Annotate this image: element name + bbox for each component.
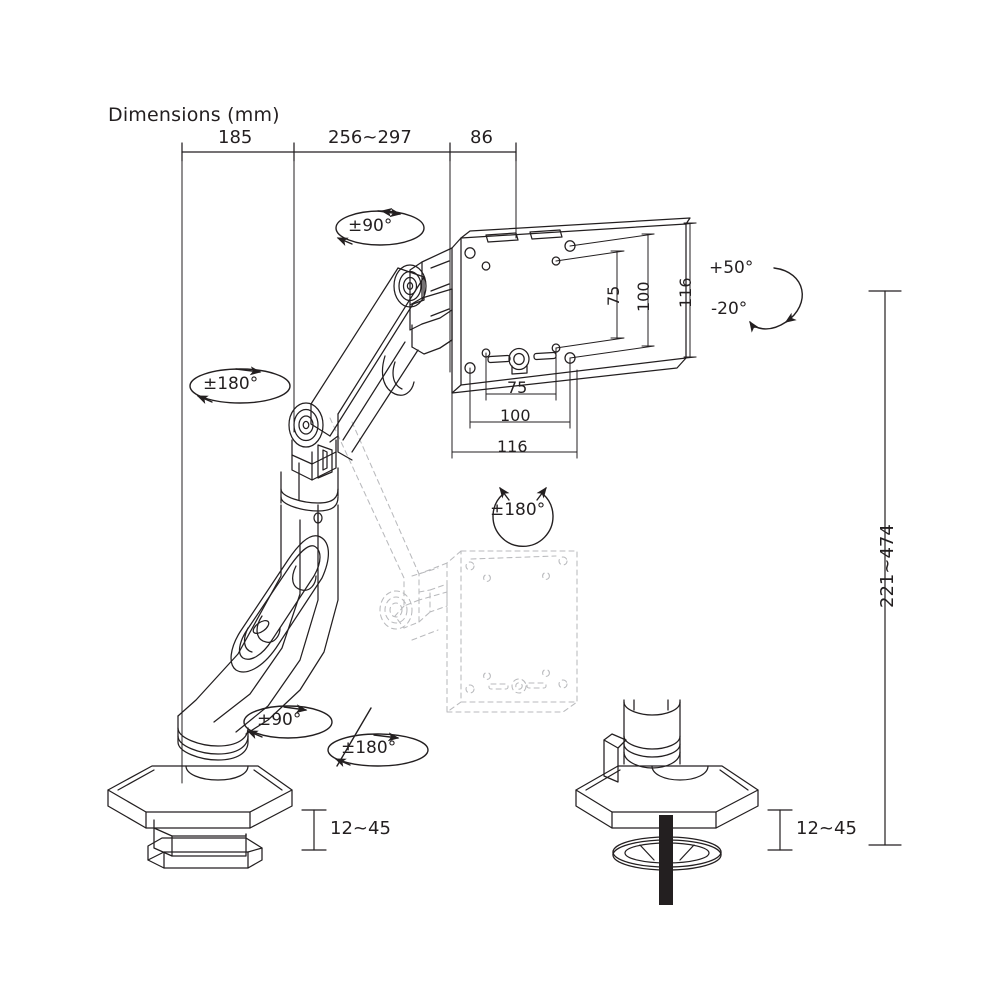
clamp-thickness-label-left: 12~45 bbox=[330, 818, 391, 839]
dim-86: 86 bbox=[470, 127, 493, 148]
page-title: Dimensions (mm) bbox=[108, 104, 280, 126]
clamp-thickness-dimension-right bbox=[767, 809, 793, 851]
dim-vesa-h-100: 100 bbox=[500, 406, 531, 425]
tilt-up-label: +50° bbox=[709, 258, 754, 278]
height-range-dimension bbox=[868, 290, 902, 846]
top-dimension-chain bbox=[181, 142, 517, 784]
rotation-symbol-base-lower bbox=[243, 704, 333, 739]
tilt-down-label: -20° bbox=[711, 299, 748, 319]
dim-vesa-h-116: 116 bbox=[497, 437, 528, 456]
vesa-mounting-plate bbox=[451, 217, 691, 394]
height-range-label: 221~474 bbox=[877, 524, 898, 608]
clamp-thickness-dimension-left bbox=[301, 809, 327, 851]
clamp-thickness-label-right: 12~45 bbox=[796, 818, 857, 839]
grommet-bolt-shaft bbox=[659, 815, 673, 905]
dim-vesa-v-75: 75 bbox=[604, 285, 623, 306]
rotation-label-top-arm: ±90° bbox=[348, 216, 393, 236]
tilt-range-arrow bbox=[749, 267, 803, 333]
monitor-arm-forearm bbox=[288, 247, 453, 481]
rotation-label-base-lower: ±90° bbox=[257, 710, 302, 730]
dim-256-297: 256~297 bbox=[328, 127, 412, 148]
rotation-symbol-base-upper bbox=[327, 732, 429, 767]
rotation-label-base-upper: ±180° bbox=[341, 738, 397, 758]
monitor-arm-lower-post bbox=[177, 462, 339, 761]
dim-vesa-v-100: 100 bbox=[634, 281, 653, 312]
desk-clamp-base bbox=[107, 765, 293, 869]
rotation-label-portrait: ±180° bbox=[490, 500, 546, 520]
dim-vesa-v-116: 116 bbox=[676, 277, 695, 308]
dim-185: 185 bbox=[218, 127, 253, 148]
rotation-symbol-portrait bbox=[492, 486, 554, 548]
rotation-label-mid-arm: ±180° bbox=[203, 374, 259, 394]
rotation-symbol-top-arm bbox=[335, 208, 425, 246]
vesa-horizontal-dimension-lines bbox=[451, 347, 578, 459]
vesa-vertical-dimension-lines bbox=[555, 222, 697, 359]
rotation-separator-slash bbox=[336, 707, 372, 767]
dim-vesa-h-75: 75 bbox=[507, 378, 528, 397]
ghost-lowered-monitor-position bbox=[329, 417, 578, 713]
rotation-symbol-mid-arm bbox=[189, 366, 291, 404]
